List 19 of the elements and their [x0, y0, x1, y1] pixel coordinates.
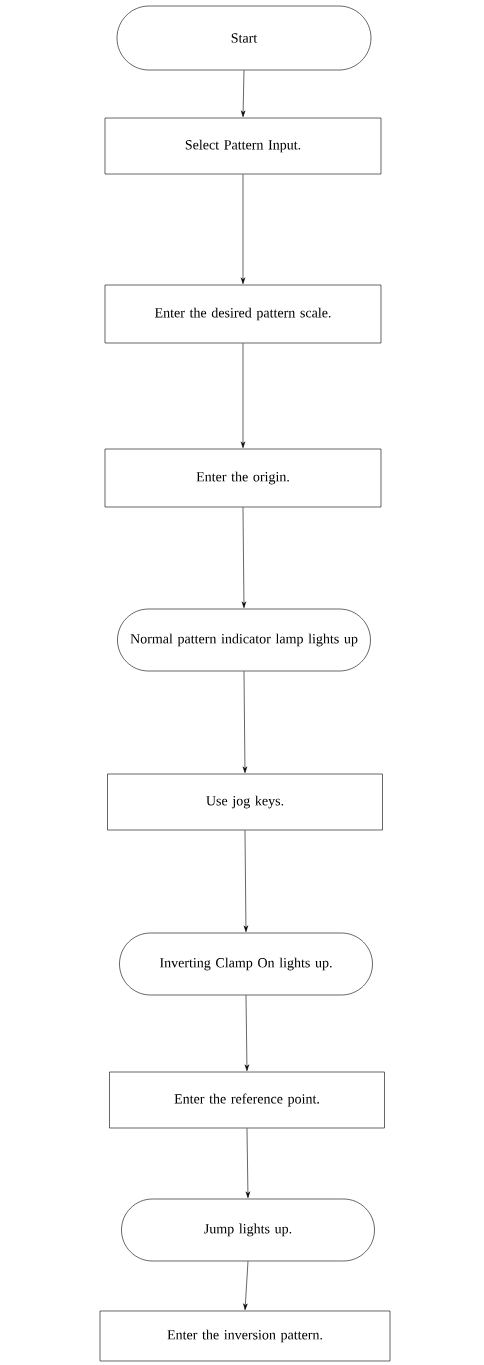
- terminal-box: Start: [116, 5, 372, 71]
- process-box: Enter the reference point.: [109, 1071, 385, 1129]
- arrow: [244, 995, 250, 1071]
- arrow: [242, 671, 248, 773]
- arrow: [240, 343, 246, 448]
- arrow: [240, 174, 246, 284]
- process-box: Enter the origin.: [104, 448, 382, 508]
- arrow: [245, 1128, 251, 1198]
- arrow: [243, 1261, 249, 1310]
- process-box: Enter the inversion pattern.: [99, 1310, 391, 1362]
- terminal-box: Inverting Clamp On lights up.: [119, 932, 373, 996]
- terminal-box: Jump lights up.: [121, 1198, 375, 1262]
- terminal-box: Normal pattern indicator lamp lights up: [117, 608, 371, 672]
- process-box: Enter the desired pattern scale.: [104, 284, 382, 344]
- process-box: Select Pattern Input.: [104, 117, 382, 175]
- arrow: [241, 70, 246, 117]
- process-box: Use jog keys.: [107, 773, 383, 831]
- arrow: [241, 507, 247, 608]
- arrow: [243, 830, 249, 932]
